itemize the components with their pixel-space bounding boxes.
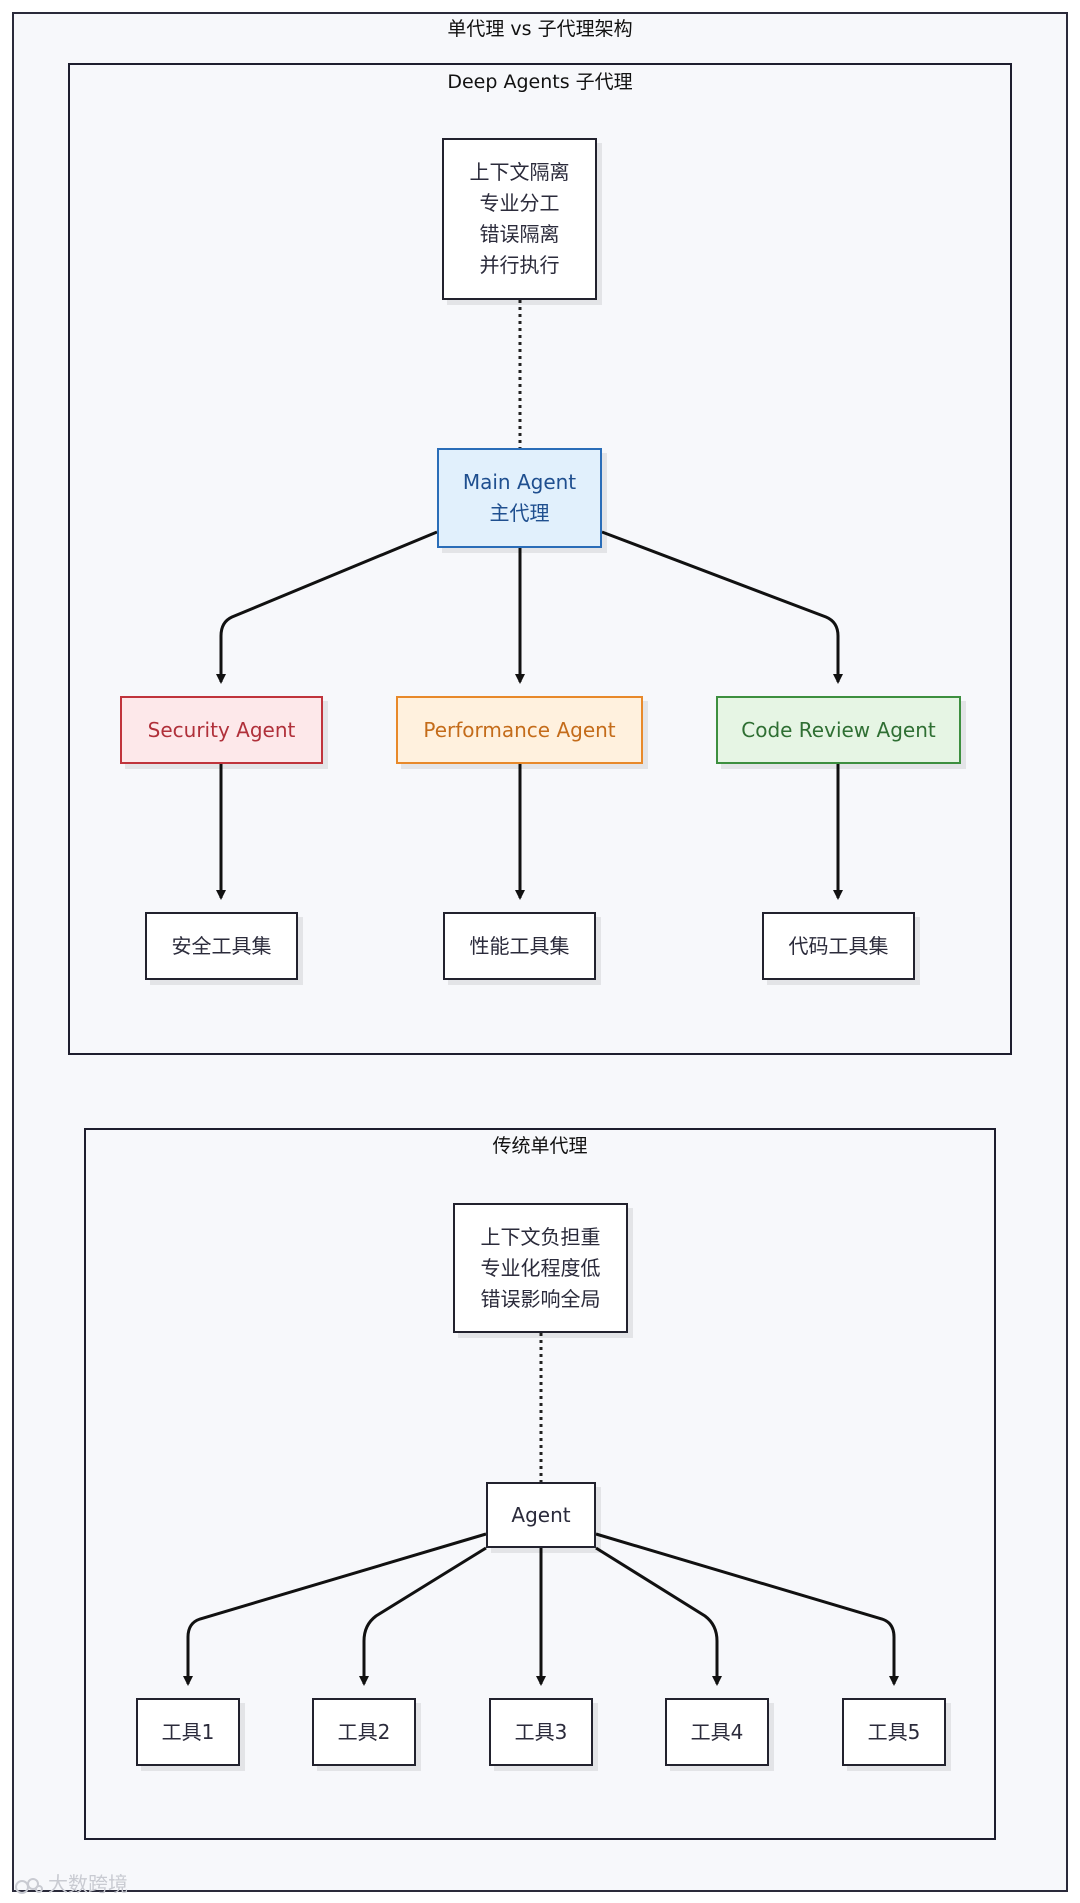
performance-agent-node: Performance Agent [396,696,643,764]
edge-agent-tool5 [595,1532,899,1686]
tool-4-node: 工具4 [665,1698,769,1766]
tool-1-node: 工具1 [136,1698,240,1766]
main-agent-node: Main Agent 主代理 [437,448,602,548]
deep-agents-group-title: Deep Agents 子代理 [447,71,633,93]
single-agent-group-title: 传统单代理 [492,1135,588,1157]
tool-5-node: 工具5 [842,1698,946,1766]
diagram-title: 单代理 vs 子代理架构 [447,18,633,40]
edge-agent-tool4 [595,1546,722,1686]
security-toolset-node: 安全工具集 [145,912,298,980]
watermark: 大数跨境 [14,1868,128,1897]
code-toolset-node: 代码工具集 [762,912,915,980]
watermark-logo-icon [15,1877,43,1894]
security-agent-node: Security Agent [120,696,323,764]
tool-3-node: 工具3 [489,1698,593,1766]
edge-main-codereview [601,530,843,684]
agent-node: Agent [486,1482,596,1548]
watermark-text: 大数跨境 [48,1872,128,1896]
benefits-note: 上下文隔离 专业分工 错误隔离 并行执行 [442,138,597,300]
code-review-agent-node: Code Review Agent [716,696,961,764]
performance-toolset-node: 性能工具集 [443,912,596,980]
tool-2-node: 工具2 [312,1698,416,1766]
drawbacks-note: 上下文负担重 专业化程度低 错误影响全局 [453,1203,628,1333]
edge-main-security [216,530,438,684]
edge-agent-tool2 [359,1546,487,1686]
edge-agent-tool1 [183,1532,487,1686]
